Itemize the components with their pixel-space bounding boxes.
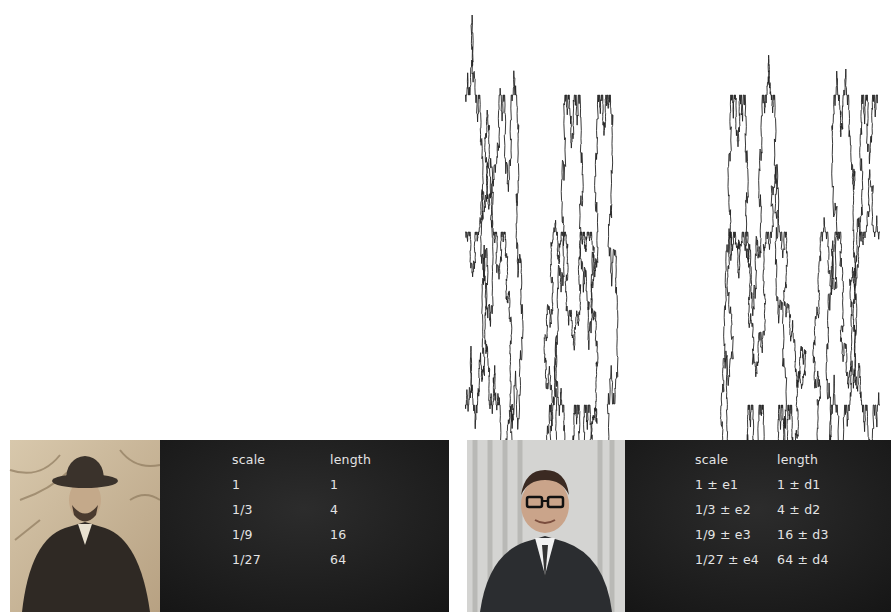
portrait-photo <box>467 440 626 612</box>
chalkboard <box>625 440 891 612</box>
table-cell: 16 <box>330 527 346 542</box>
table-cell: 64 <box>330 552 346 567</box>
table-cell: 1 <box>330 477 338 492</box>
table-cell: 1/3 ± e2 <box>695 502 751 517</box>
table-cell: 1/9 <box>232 527 253 542</box>
table-cell: 64 ± d4 <box>777 552 829 567</box>
table-cell: 4 <box>330 502 338 517</box>
table-cell: 1/27 <box>232 552 261 567</box>
table-cell: 1 <box>232 477 240 492</box>
table-cell: 16 ± d3 <box>777 527 829 542</box>
table-cell: 1/27 ± e4 <box>695 552 759 567</box>
table-header: scale <box>695 452 728 467</box>
table-cell: 1/3 <box>232 502 253 517</box>
chalkboard <box>160 440 449 612</box>
table-cell: 1 ± d1 <box>777 477 820 492</box>
table-cell: 1 ± e1 <box>695 477 738 492</box>
table-cell: 4 ± d2 <box>777 502 820 517</box>
table-header: scale <box>232 452 265 467</box>
portrait-photo <box>10 440 161 612</box>
table-cell: 1/9 ± e3 <box>695 527 751 542</box>
table-header: length <box>330 452 371 467</box>
table-header: length <box>777 452 818 467</box>
